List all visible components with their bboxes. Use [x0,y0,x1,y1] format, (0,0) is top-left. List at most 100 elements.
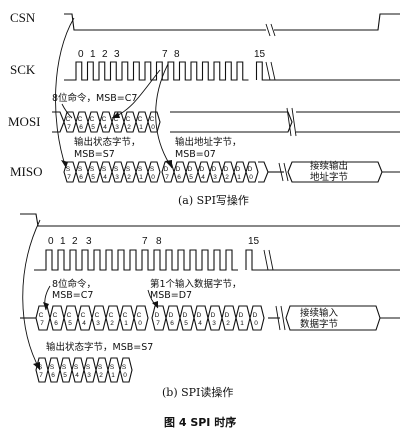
csn-break-mark [265,23,276,37]
read-mosi-data-cell-d5: D5 [179,305,195,331]
svg-text:0: 0 [151,124,155,131]
svg-text:S: S [150,166,155,173]
read-clock-number-1: 1 [60,236,66,247]
read-mosi-cmd-cell-c0: C0 [133,305,149,331]
read-miso-status-cell-s5: S5 [59,357,73,383]
svg-text:C: C [126,116,131,123]
svg-text:6: 6 [54,320,58,327]
svg-text:S: S [78,166,83,173]
read-mosi-data-cell-d0: D0 [249,305,265,331]
clock-number-1: 1 [90,49,96,60]
svg-text:D: D [176,166,181,173]
svg-text:C: C [39,312,44,319]
svg-text:3: 3 [115,124,119,131]
miso-status-cell-s4: S4 [99,161,113,183]
read-clock-number-2: 2 [72,236,78,247]
address-msb-annotation: MSB=07 [175,149,216,160]
svg-text:S: S [114,166,119,173]
miso-data-cell-d3: D3 [209,161,223,183]
miso-data-cell-d1: D1 [233,161,247,183]
miso-data-cell-d7: D7 [161,161,175,183]
read-miso-status-cell-s7: S7 [35,357,49,383]
svg-text:S: S [102,166,107,173]
svg-text:5: 5 [189,174,193,181]
svg-text:C: C [102,116,107,123]
read-mosi-data-cell-d1: D1 [235,305,251,331]
svg-text:2: 2 [225,174,229,181]
svg-text:C: C [95,312,100,319]
svg-text:S: S [86,364,91,371]
svg-text:5: 5 [91,174,95,181]
sck-waveform [64,61,400,81]
svg-text:2: 2 [110,320,114,327]
svg-text:0: 0 [254,320,258,327]
svg-text:D: D [183,312,188,319]
clock-number-3: 3 [114,49,120,60]
svg-text:3: 3 [213,174,217,181]
write-caption: (a) SPI写操作 [178,193,249,207]
svg-text:2: 2 [127,174,131,181]
svg-text:7: 7 [156,320,160,327]
svg-text:S: S [138,166,143,173]
mosi-bit-cell-c5: C5 [87,111,101,133]
read-mosi-data-cell-d6: D6 [165,305,181,331]
svg-text:D: D [236,166,241,173]
miso-data-cell-d0: D0 [245,161,259,183]
svg-text:S: S [38,364,43,371]
svg-text:4: 4 [82,320,86,327]
svg-text:6: 6 [79,124,83,131]
svg-text:C: C [53,312,58,319]
svg-text:D: D [248,166,253,173]
svg-text:S: S [126,166,131,173]
first-data-byte-annotation-1: 第1个输入数据字节， [150,278,242,290]
svg-text:D: D [164,166,169,173]
first-data-byte-annotation-2: MSB=D7 [150,290,192,301]
clock-number-7: 7 [162,49,168,60]
svg-text:7: 7 [165,174,169,181]
continue-input-annotation-2: 数据字节 [300,318,338,330]
read-mosi-data-cell-d7: D7 [151,305,167,331]
read-timing-diagram: 0 1 2 3 7 8 15 8位命令， MSB=C7 第1个输入数据字节， M… [20,213,400,399]
svg-text:7: 7 [67,124,71,131]
svg-text:5: 5 [91,124,95,131]
svg-text:2: 2 [226,320,230,327]
svg-text:D: D [239,312,244,319]
miso-status-cell-s1: S1 [135,161,149,183]
miso-data-cell-d6: D6 [173,161,187,183]
read-clock-number-7: 7 [142,236,148,247]
read-miso-status-cell-s1: S1 [107,357,121,383]
continue-output-annotation-2: 地址字节 [310,171,348,183]
svg-text:1: 1 [139,124,143,131]
read-mosi-cmd-cell-c2: C2 [105,305,121,331]
read-mosi-data-cell-d4: D4 [193,305,209,331]
svg-text:C: C [109,312,114,319]
svg-text:S: S [62,364,67,371]
miso-status-cell-s6: S6 [75,161,89,183]
figure-caption: 图 4 SPI 时序 [164,415,236,429]
svg-text:0: 0 [138,320,142,327]
svg-text:D: D [197,312,202,319]
svg-text:C: C [150,116,155,123]
miso-data-cell-d5: D5 [185,161,199,183]
read-miso-status-cell-s2: S2 [95,357,109,383]
svg-text:0: 0 [151,174,155,181]
sck-signal-label: SCK [10,62,36,77]
read-command-annotation-2: MSB=C7 [52,290,93,301]
read-mosi-cmd-cell-c7: C7 [35,305,51,331]
svg-text:S: S [66,166,71,173]
svg-text:D: D [188,166,193,173]
clock-number-15: 15 [254,49,266,60]
miso-status-cell-s2: S2 [123,161,137,183]
svg-text:D: D [224,166,229,173]
svg-text:3: 3 [115,174,119,181]
svg-text:2: 2 [127,124,131,131]
read-miso-status-cell-s3: S3 [83,357,97,383]
mosi-bit-cell-c7: C7 [63,111,77,133]
svg-text:C: C [114,116,119,123]
write-timing-diagram: CSN 0 1 2 3 7 8 15 SCK 8位命令，MSB=C7 MOSI … [8,10,400,207]
mosi-bit-cell-c4: C4 [99,111,113,133]
svg-text:6: 6 [170,320,174,327]
